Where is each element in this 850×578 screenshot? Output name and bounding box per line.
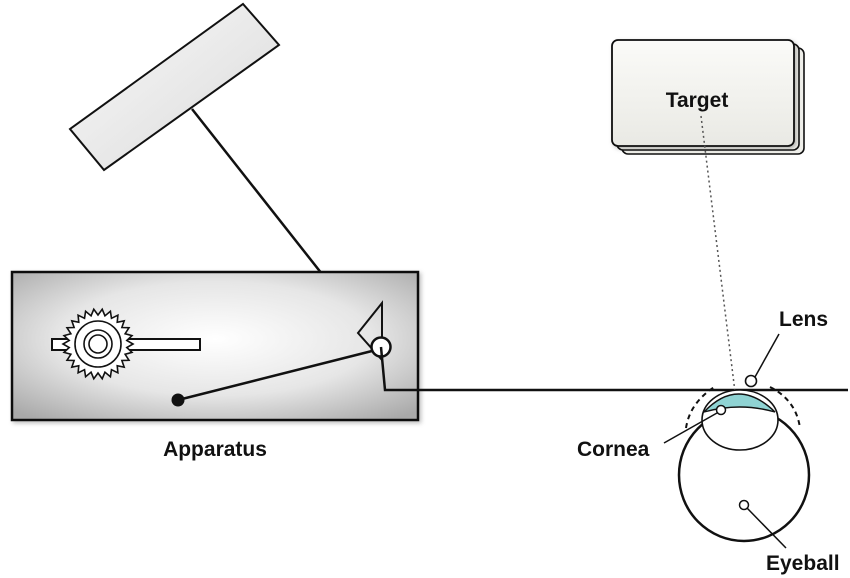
- mirror-plate: [68, 2, 281, 172]
- cornea-label: Cornea: [577, 438, 650, 461]
- sight-line: [700, 115, 736, 393]
- eyeball-center-marker: [738, 499, 750, 511]
- gear-assembly: [51, 307, 201, 381]
- lens-leader: [754, 333, 780, 378]
- lever-arm: [177, 349, 373, 402]
- eye: [677, 374, 811, 543]
- target-card-stack: [611, 39, 805, 155]
- eyeball-leader: [746, 507, 787, 549]
- lens-dashed-arc-left: [685, 385, 717, 429]
- lever-weight: [171, 393, 185, 407]
- pivot-bracket: [356, 300, 383, 363]
- lens-dashed-arc-right: [769, 386, 801, 429]
- eyeball-label: Eyeball: [766, 552, 840, 575]
- gear-icon: [61, 307, 135, 381]
- cornea-leader: [663, 412, 718, 444]
- apparatus-label: Apparatus: [163, 438, 267, 461]
- cornea-marker: [715, 404, 727, 416]
- target-label: Target: [666, 89, 729, 112]
- thread-line: [379, 346, 848, 392]
- lens-marker: [744, 374, 758, 388]
- lens-label: Lens: [779, 308, 828, 331]
